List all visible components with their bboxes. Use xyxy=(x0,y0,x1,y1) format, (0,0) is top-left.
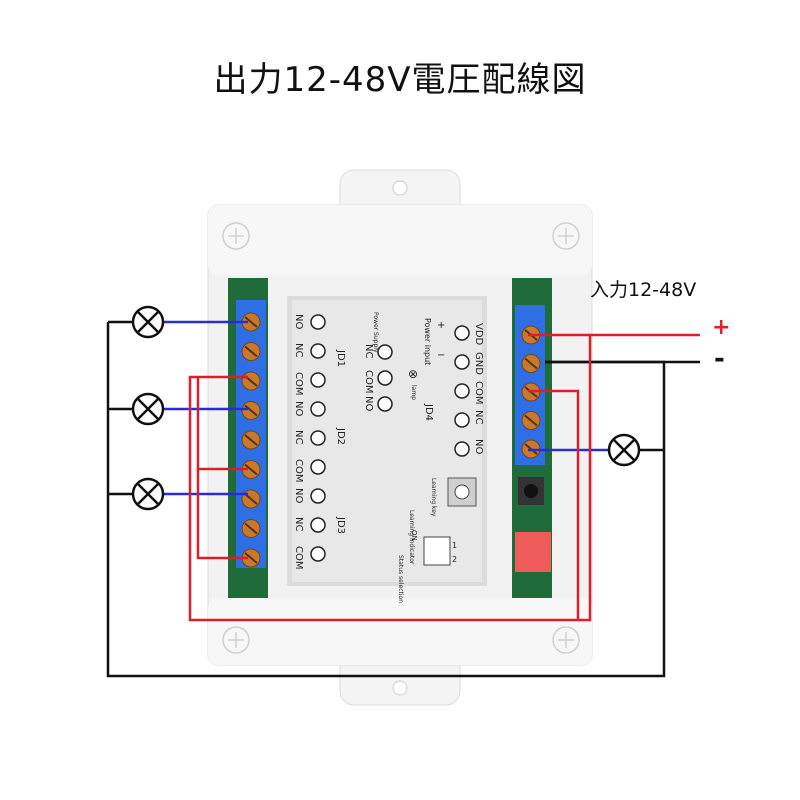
panel-mid-terminal-dot xyxy=(377,396,393,412)
lamp-label: lamp xyxy=(410,385,417,400)
panel-mid-terminal-dot xyxy=(377,344,393,360)
diagram-title: 出力12-48V電圧配線図 xyxy=(213,60,587,100)
panel-right-terminal-label: VDD xyxy=(473,323,484,346)
lamp-1 xyxy=(131,305,165,339)
panel-right-terminal-dot xyxy=(454,441,470,457)
learning-indicator-label: Learning indicator xyxy=(408,510,415,565)
panel-mid-terminal-label: COM xyxy=(363,370,374,393)
panel-mid-terminal-label: NC xyxy=(363,344,374,358)
lamps xyxy=(131,305,641,511)
switch-on-label: ON xyxy=(410,530,418,541)
wires xyxy=(106,320,700,678)
switch-num-2: 2 xyxy=(452,555,457,564)
left-terminal-screw xyxy=(241,371,261,391)
left-terminal-screw xyxy=(241,548,261,568)
minus-terminal-sign: - xyxy=(714,344,725,374)
panel-terminal-dot xyxy=(310,372,326,388)
panel-terminal-dot xyxy=(310,488,326,504)
left-pcb xyxy=(228,278,268,598)
learning-button-cap xyxy=(524,484,538,498)
relay-label-jd1: JD1 xyxy=(335,349,346,367)
dip-switch xyxy=(515,532,551,572)
lamp-symbol: ⊗ xyxy=(408,367,418,381)
panel-right-terminal-dot xyxy=(454,325,470,341)
screw-tl xyxy=(222,222,250,250)
relay-label-jd3: JD3 xyxy=(335,516,346,534)
case-bottom-rim xyxy=(208,598,592,665)
panel-terminal-label: NC xyxy=(293,343,304,357)
status-selection-label: Status selection xyxy=(397,555,404,603)
right-pcb xyxy=(512,278,552,598)
lamp-2 xyxy=(131,392,165,426)
case-top-rim xyxy=(208,205,592,275)
panel-terminal-dot xyxy=(310,459,326,475)
right-terminal-screw xyxy=(521,354,541,373)
panel-mid-terminal-label: NO xyxy=(363,396,374,411)
panel-right-terminal-label: COM xyxy=(473,381,484,404)
power-supply-label: Power Supply xyxy=(372,312,379,353)
panel-terminal-dot xyxy=(310,517,326,533)
panel-terminal-label: COM xyxy=(293,372,304,395)
left-terminal-screw xyxy=(241,460,261,479)
panel-right-terminals: VDD GND COM NC NO xyxy=(454,323,484,457)
panel-left-terminals: NO NC COM NO NC COM NO NC COM xyxy=(293,314,326,569)
panel-terminal-label: COM xyxy=(293,459,304,482)
left-terminal-screw xyxy=(241,519,261,538)
left-screws xyxy=(241,312,261,568)
mount-hole-top xyxy=(392,180,408,196)
relay-label-jd4: JD4 xyxy=(423,403,434,421)
screw-tr xyxy=(552,222,580,250)
red-wire-com4 xyxy=(528,389,580,620)
left-terminal-screw xyxy=(241,489,261,509)
panel-minus: − xyxy=(437,350,445,361)
panel-plus: + xyxy=(437,320,445,331)
screw-br xyxy=(552,626,580,654)
panel-terminal-dot xyxy=(310,343,326,359)
panel-right-terminal-label: NC xyxy=(473,410,484,424)
red-wire-plus-main xyxy=(188,333,700,622)
panel-mid-terminal-dot xyxy=(377,370,393,386)
right-terminal-screw xyxy=(521,411,541,430)
panel-terminal-dot xyxy=(310,546,326,562)
panel-terminal-dot xyxy=(310,314,326,330)
lamp-4 xyxy=(607,433,641,467)
panel-middle-terminals: NC COM NO xyxy=(363,344,393,412)
panel-terminal-label: NC xyxy=(293,430,304,444)
panel-terminal-dot xyxy=(310,401,326,417)
screw-bl xyxy=(222,626,250,654)
learning-key-label: Learning key xyxy=(430,478,437,517)
black-wire-common xyxy=(106,322,666,678)
mount-hole-bottom xyxy=(392,680,408,696)
right-screws xyxy=(521,325,541,459)
lamp-3 xyxy=(131,477,165,511)
panel-terminal-label: NO xyxy=(293,401,304,416)
panel-terminal-label: COM xyxy=(293,546,304,569)
panel-terminal-label: NC xyxy=(293,517,304,531)
panel-right-terminal-label: GND xyxy=(473,352,484,375)
panel-dip-switch xyxy=(423,536,451,566)
switch-num-1: 1 xyxy=(452,541,457,550)
left-terminal-screw xyxy=(241,401,261,420)
panel-terminal-label: NO xyxy=(293,314,304,329)
power-input-label: Power input xyxy=(423,318,432,365)
panel-right-terminal-dot xyxy=(454,383,470,399)
panel-terminal-dot xyxy=(310,430,326,446)
panel-right-terminal-dot xyxy=(454,354,470,370)
panel-right-terminal-dot xyxy=(454,412,470,428)
panel-terminal-label: NO xyxy=(293,488,304,503)
left-terminal-screw xyxy=(241,342,261,361)
panel-learning-key-cap xyxy=(454,484,470,500)
left-terminal-screw xyxy=(241,430,261,450)
red-wire-com3 xyxy=(196,469,248,560)
panel-right-terminal-label: NO xyxy=(473,439,484,454)
relay-label-jd2: JD2 xyxy=(335,427,346,445)
input-voltage-label: 入力12-48V xyxy=(590,279,697,301)
plus-terminal-sign: + xyxy=(712,315,731,340)
